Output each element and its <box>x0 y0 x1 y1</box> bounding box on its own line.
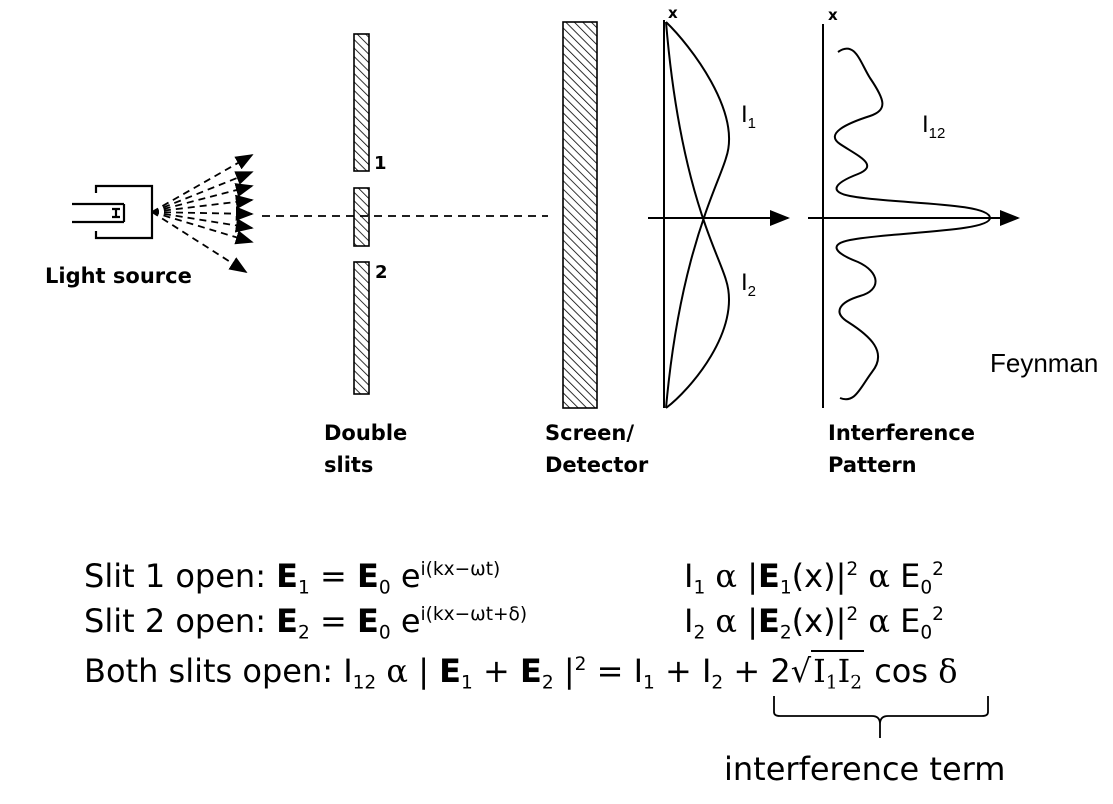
interference-line-1: Interference <box>828 421 976 445</box>
curve-i2-label: I2 <box>741 269 756 300</box>
double-slits-line-1: Double <box>324 421 408 445</box>
screen-detector <box>562 21 598 409</box>
equation-both: Both slits open: I12 α | E1 + E2 |2 = I1… <box>84 650 958 694</box>
double-slits-label: Double slits <box>324 417 407 481</box>
equation-i1: I1 α |E1(x)|2 α E02 <box>684 557 944 599</box>
axis-x-label-2: x <box>828 6 838 24</box>
equation-i2: I2 α |E2(x)|2 α E02 <box>684 602 944 644</box>
double-slits-line-2: slits <box>324 453 374 477</box>
eq3-prefix: Both slits open: <box>84 652 334 690</box>
curve-i12 <box>833 47 992 401</box>
interference-pattern-label: Interference Pattern <box>828 417 975 481</box>
eq2-prefix: Slit 2 open: <box>84 602 266 640</box>
light-rays <box>151 154 254 273</box>
screen-label: Screen/ Detector <box>545 417 648 481</box>
single-slit-plot <box>648 20 790 409</box>
screen-line-1: Screen/ <box>545 421 635 445</box>
curve-i1-label: I1 <box>741 101 756 132</box>
screen-line-2: Detector <box>545 453 649 477</box>
slit-2-label: 2 <box>375 262 388 283</box>
axis-x-label-1: x <box>668 4 678 22</box>
interference-term-label: interference term <box>724 750 1006 788</box>
feynman-credit: Feynman <box>990 348 1099 378</box>
curve-i12-label: I12 <box>922 111 945 142</box>
interference-plot <box>808 24 1020 408</box>
interference-brace <box>773 696 989 738</box>
light-source-label: Light source <box>45 264 192 288</box>
interference-line-2: Pattern <box>828 453 917 477</box>
equation-slit-1: Slit 1 open: E1 = E0 ei(kx−ωt) <box>84 557 501 599</box>
eq1-prefix: Slit 1 open: <box>84 557 266 595</box>
light-source-icon <box>72 184 154 240</box>
eq2-phase: i(kx−ωt+δ) <box>420 603 528 625</box>
eq1-phase: i(kx−ωt) <box>420 558 501 580</box>
curve-i2 <box>665 21 730 409</box>
double-slit-barrier <box>353 33 370 395</box>
equation-slit-2: Slit 2 open: E2 = E0 ei(kx−ωt+δ) <box>84 602 528 644</box>
curve-i1 <box>665 21 730 409</box>
slit-1-label: 1 <box>374 153 387 174</box>
